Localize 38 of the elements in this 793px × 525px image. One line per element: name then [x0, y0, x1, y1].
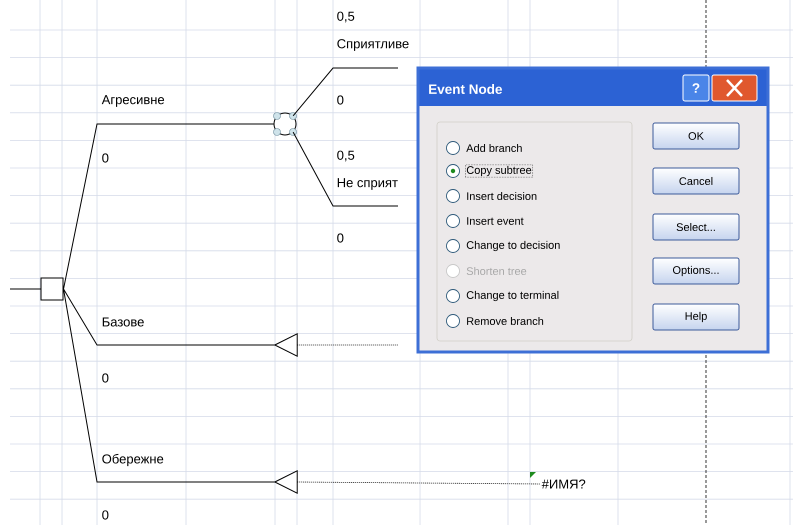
- edge-label: Базове: [100, 316, 146, 328]
- edge-label: Сприятливе: [335, 38, 411, 52]
- radio-button: Insert event: [446, 214, 524, 228]
- dialog-button: OK: [652, 122, 740, 150]
- radio-button: Remove branch: [446, 314, 544, 328]
- cell-value: 0,5: [337, 150, 354, 162]
- branch-line: [63, 124, 274, 290]
- branch-line: [10, 288, 41, 290]
- edge-label: Не сприят: [335, 176, 400, 192]
- dialog-button: Cancel: [652, 168, 740, 194]
- branch-line: [63, 288, 276, 346]
- radio-button: Insert decision: [446, 189, 536, 203]
- edge-label: Обережне: [100, 452, 166, 468]
- cell-value: 0: [102, 153, 108, 163]
- event-node-circle: [273, 112, 297, 136]
- branch-line: [63, 288, 276, 482]
- radio-button: Shorten tree: [446, 264, 526, 278]
- cell-value: 0: [102, 510, 108, 520]
- cell-value: 0: [337, 95, 344, 105]
- cell-value: 0,5: [337, 12, 354, 22]
- help-title-button: ?: [682, 74, 710, 102]
- branch-line: [296, 482, 540, 484]
- radio-button: Copy subtree: [446, 164, 534, 178]
- dialog-button: Select...: [652, 214, 740, 240]
- cell-value: 0: [102, 373, 108, 383]
- branch-line: [292, 132, 398, 206]
- dialog-button: Help: [652, 304, 740, 330]
- error-cell: #ИМЯ?: [530, 472, 586, 489]
- branch-line: [292, 68, 398, 116]
- decision-node-square: [40, 278, 64, 300]
- radio-button: Add branch: [446, 141, 522, 155]
- dialog-button: Options...: [652, 258, 740, 284]
- radio-button: Change to decision: [446, 239, 560, 253]
- node-label: #ИМЯ?: [542, 479, 586, 489]
- cell-value: 0: [337, 233, 344, 243]
- edge-label: Агресивне: [100, 94, 166, 108]
- radio-button: Change to terminal: [446, 289, 558, 303]
- branch-line: [296, 344, 398, 346]
